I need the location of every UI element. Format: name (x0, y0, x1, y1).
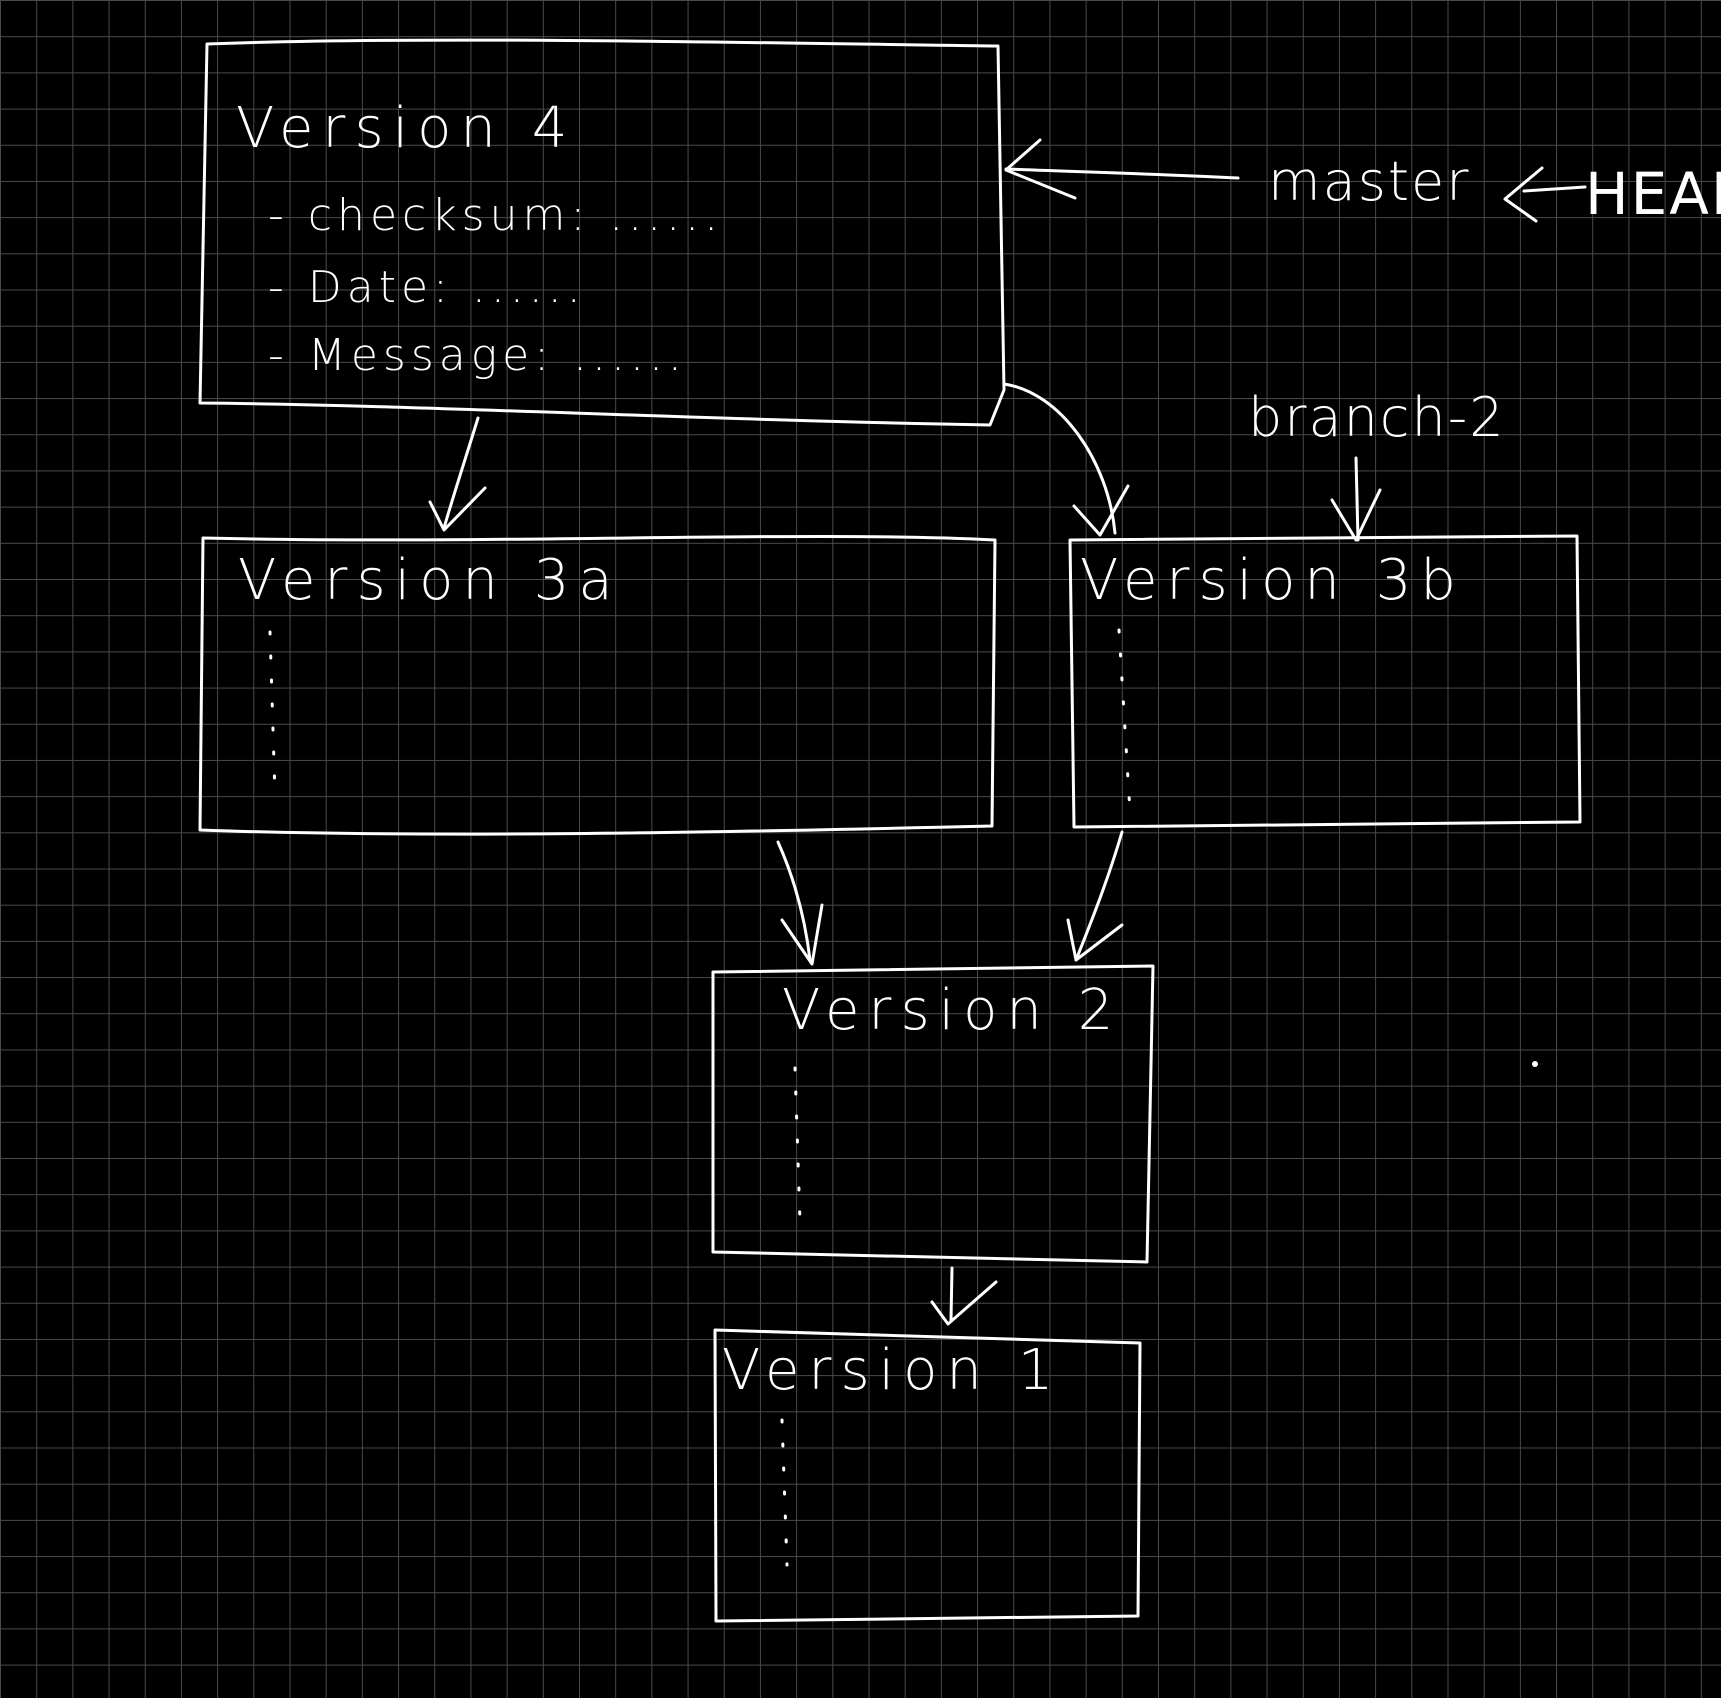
arrow-master-to-v4 (1004, 138, 1240, 200)
arrow-v3b-to-v2 (1066, 830, 1124, 962)
box-version-2 (711, 964, 1155, 1264)
arrow-v4-to-v3a (428, 416, 487, 532)
version-4-field-date: - Date: ...... (268, 262, 586, 313)
arrow-v3a-to-v2 (776, 840, 824, 966)
arrow-v2-to-v1 (930, 1266, 998, 1326)
version-3b-title: Version 3b (1080, 548, 1465, 613)
version-1-title: Version 1 (722, 1338, 1063, 1403)
box-version-1 (713, 1328, 1142, 1623)
box-version-3b (1068, 534, 1582, 829)
version-4-field-checksum: - checksum: ...... (268, 190, 724, 241)
box-version-3a (198, 534, 997, 836)
version-3a-title: Version 3a (238, 548, 622, 613)
dots-version-2 (793, 1066, 802, 1224)
dots-version-3a (268, 630, 277, 797)
arrow-v4-to-v3b (1002, 382, 1130, 537)
branch-2-label: branch-2 (1248, 386, 1506, 449)
stray-dot (1532, 1061, 1538, 1067)
version-4-title: Version 4 (236, 96, 577, 161)
version-4-field-message: - Message: ...... (268, 330, 687, 381)
box-version-4 (198, 38, 1006, 427)
dots-version-3b (1117, 628, 1132, 814)
dots-version-1 (780, 1418, 789, 1567)
master-label: master (1268, 150, 1471, 213)
arrow-head-to-master (1503, 166, 1587, 223)
arrow-branch2-to-v3b (1330, 456, 1382, 542)
version-2-title: Version 2 (782, 978, 1123, 1043)
head-label: HEAD (1585, 160, 1721, 228)
